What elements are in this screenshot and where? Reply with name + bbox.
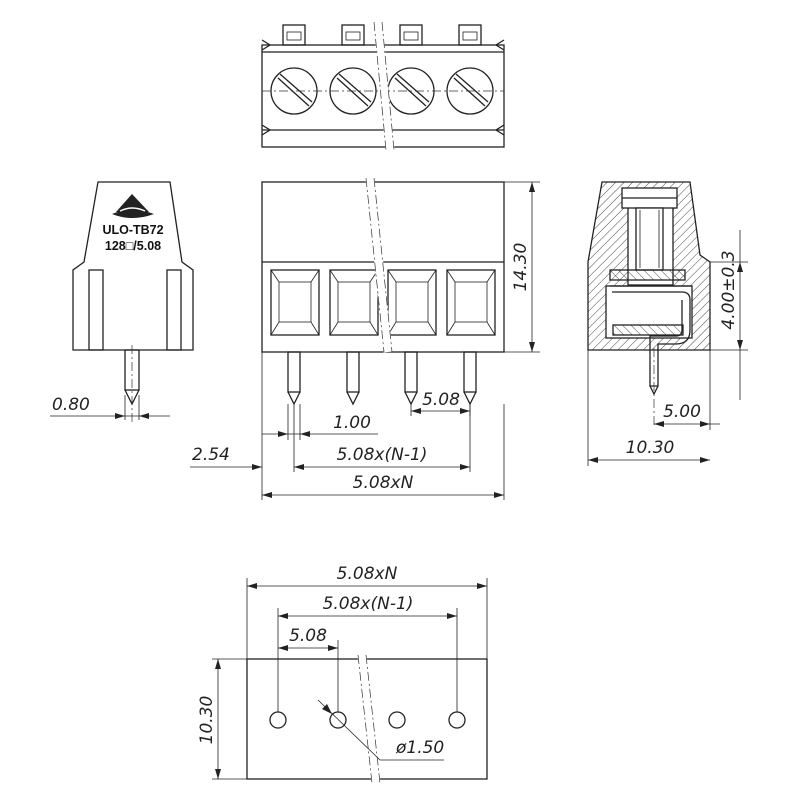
footprint-width-dim: 5.08xN [337,564,398,584]
pin-diameter-dim: 0.80 [52,395,90,415]
top-view [261,21,505,151]
side-view: ULO-TB72 128□/5.08 0.80 [50,181,194,425]
depth-dim: 10.30 [626,438,675,458]
wire-entry-windows [270,269,496,336]
pin-offset-dim: 5.00 [663,402,701,422]
pcb-footprint-view: 5.08xN 5.08x(N-1) 5.08 10.30 ø1.50 [197,564,488,784]
model-label: ULO-TB72 [102,223,163,237]
hole-diameter-dim: ø1.50 [395,738,444,758]
opening-height-dim: 4.00±0.3 [719,250,739,329]
footprint-span-dim: 5.08x(N-1) [323,594,414,614]
model-code-label: 128□/5.08 [105,239,161,253]
footprint-pitch-dim: 5.08 [289,626,327,646]
front-view: 14.30 5.08 1.00 2.54 5.08x(N-1) 5.08xN [190,177,540,500]
section-view: 4.00±0.3 5.00 10.30 [587,181,748,466]
edge-offset-dim: 2.54 [192,445,230,465]
overall-width-dim: 5.08xN [353,473,414,493]
pin-width-dim: 1.00 [333,413,371,433]
height-dim: 14.30 [511,243,531,292]
clamp-tabs [282,24,482,46]
pitch-dim: 5.08 [422,390,460,410]
footprint-depth-dim: 10.30 [197,696,217,745]
span-pitch-dim: 5.08x(N-1) [337,445,428,465]
wave-logo-icon [112,194,154,218]
